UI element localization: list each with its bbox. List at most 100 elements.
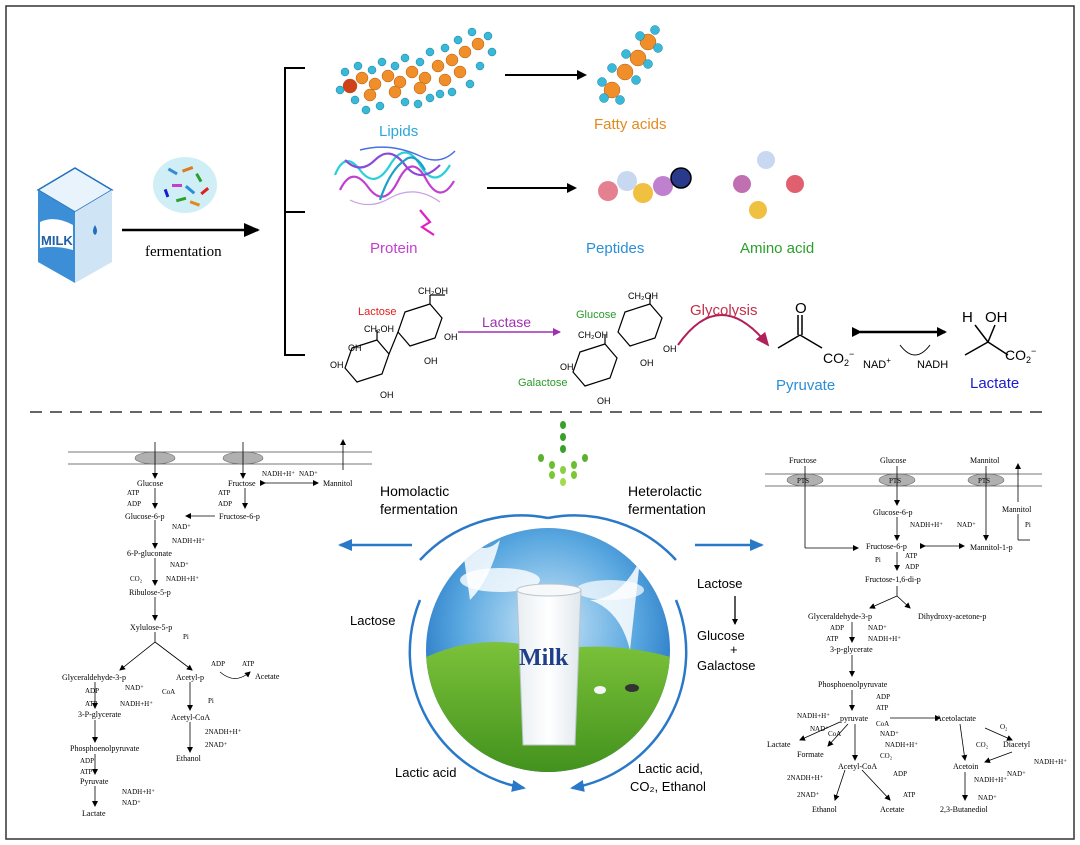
right-atp-4: ATP: [903, 791, 916, 799]
lactate-structure: [964, 324, 1009, 356]
right-pep: Phosphoenolpyruvate: [818, 680, 888, 689]
left-adp-3: ADP: [85, 687, 99, 695]
heterolactic-label-2: fermentation: [628, 501, 706, 517]
left-atp-3: ATP: [85, 700, 98, 708]
left-nadh-top: NADH+H⁺: [262, 470, 295, 478]
right-nad-4: NAD⁺: [1007, 770, 1026, 778]
right-dhap: Dihydroxy-acetone-p: [918, 612, 986, 621]
right-atp-2: ATP: [826, 635, 839, 643]
lactose-structure: [344, 294, 445, 383]
lactate-label: Lactate: [970, 375, 1019, 392]
lactic-acid-label-2: Lactic acid,: [638, 761, 703, 776]
milk-carton-icon: MILK: [36, 167, 114, 283]
left-atp-1: ATP: [127, 489, 140, 497]
right-atp-3: ATP: [876, 704, 889, 712]
right-adp-4: ADP: [893, 770, 907, 778]
right-fbp: Fructose-1,6-di-p: [865, 575, 921, 584]
right-mannitol-out: Mannitol: [1002, 505, 1032, 514]
right-acetate: Acetate: [880, 805, 905, 814]
fatty-acid-molecule-icon: [597, 25, 663, 105]
right-nad-1: NAD⁺: [957, 521, 976, 529]
left-adp-1: ADP: [127, 500, 141, 508]
left-lactate: Lactate: [82, 809, 106, 818]
nadh-label: NADH: [917, 359, 948, 371]
right-adp-1: ADP: [905, 563, 919, 571]
nad-cycle-curve: [899, 344, 931, 356]
galactose-ch2oh: CH₂OH: [578, 330, 608, 340]
left-nad-3: NAD⁺: [125, 684, 144, 692]
fermentation-label: fermentation: [145, 244, 222, 260]
left-mannitol: Mannitol: [323, 479, 353, 488]
lactic-acid-label: Lactic acid: [395, 765, 456, 780]
fatty-acids-label: Fatty acids: [594, 116, 667, 133]
right-acetoin: Acetoin: [953, 762, 978, 771]
arc-bottom-left-arrow: [408, 599, 526, 792]
right-nadh-5: NADH+H⁺: [885, 741, 918, 749]
glucose-center-label: Glucose: [697, 628, 745, 643]
arc-bottom-right-arrow: [570, 599, 688, 792]
left-coa: CoA: [162, 688, 175, 696]
galactose-oh-1: OH: [597, 396, 611, 406]
left-nad-1: NAD⁺: [172, 523, 191, 531]
right-atp-1: ATP: [905, 552, 918, 560]
lipid-molecule-icon: [335, 27, 497, 115]
lactose-oh-5: OH: [380, 390, 394, 400]
right-nad-3: NAD⁺: [810, 725, 829, 733]
right-2nad: 2NAD⁺: [797, 791, 820, 799]
arc-top-right: [547, 514, 677, 561]
left-fructose6p: Fructose-6-p: [219, 512, 260, 521]
lactose-label: Lactose: [358, 306, 397, 318]
lactate-oh: OH: [985, 309, 1008, 326]
co2-ethanol-label: CO₂, Ethanol: [630, 779, 706, 794]
left-acetate: Acetate: [255, 672, 280, 681]
right-ethanol: Ethanol: [812, 805, 838, 814]
protein-label: Protein: [370, 240, 418, 257]
lactate-co2-text: CO: [1005, 347, 1026, 363]
left-adp-2: ADP: [218, 500, 232, 508]
right-nadh-4: NADH+H⁺: [1034, 758, 1067, 766]
pyruvate-co2-text: CO: [823, 350, 844, 366]
left-nad-top: NAD⁺: [299, 470, 318, 478]
glucose-oh-2: OH: [640, 358, 654, 368]
left-nadh-4: NADH+H⁺: [122, 788, 155, 796]
left-co2: CO₂: [130, 575, 143, 583]
left-pathway: [68, 439, 372, 807]
pyruvate-label: Pyruvate: [776, 377, 835, 394]
left-nadh-1: NADH+H⁺: [172, 537, 205, 545]
lipids-label: Lipids: [379, 123, 418, 140]
right-co2-1: CO₂: [976, 741, 989, 749]
left-pi-2: Pi: [208, 697, 214, 705]
lactose-oh-4: OH: [348, 343, 362, 353]
right-co2-2: CO₂: [880, 752, 893, 760]
right-nadh-2: NADH+H⁺: [868, 635, 901, 643]
homolactic-label-2: fermentation: [380, 501, 458, 517]
right-pi-1: Pi: [1025, 521, 1031, 529]
left-nadh-2: NADH+H⁺: [166, 575, 199, 583]
right-adp-2: ADP: [830, 624, 844, 632]
right-butanediol: 2,3-Butanediol: [940, 805, 989, 814]
left-pyruvate: Pyruvate: [80, 777, 109, 786]
milk-glass-label: Milk: [519, 645, 569, 671]
left-glucose: Glucose: [137, 479, 164, 488]
lactase-label: Lactase: [482, 314, 531, 330]
right-glucose: Glucose: [880, 456, 907, 465]
heterolactic-label: Heterolactic: [628, 483, 702, 499]
right-fructose: Fructose: [789, 456, 817, 465]
amino-acid-icon: [733, 151, 804, 219]
down-chevron-icon: [538, 421, 588, 486]
left-atp-ac: ATP: [242, 660, 255, 668]
branch-bracket: [284, 67, 305, 356]
left-pi-1: Pi: [183, 633, 189, 641]
left-adp-4: ADP: [80, 757, 94, 765]
nad-plus-text: NAD: [863, 359, 886, 371]
left-ethanol: Ethanol: [176, 754, 202, 763]
lactose-ch2oh-1: CH₂OH: [418, 286, 448, 296]
right-3pglycerate: 3-p-glycerate: [830, 645, 873, 654]
left-acetylcoa: Acetyl-CoA: [171, 713, 210, 722]
right-nadh-3: NADH+H⁺: [797, 712, 830, 720]
left-2nadh: 2NADH+H⁺: [205, 728, 242, 736]
plus-label: +: [730, 642, 738, 657]
bacteria-culture-icon: [153, 157, 217, 213]
right-fructose6p: Fructose-6-p: [866, 542, 907, 551]
